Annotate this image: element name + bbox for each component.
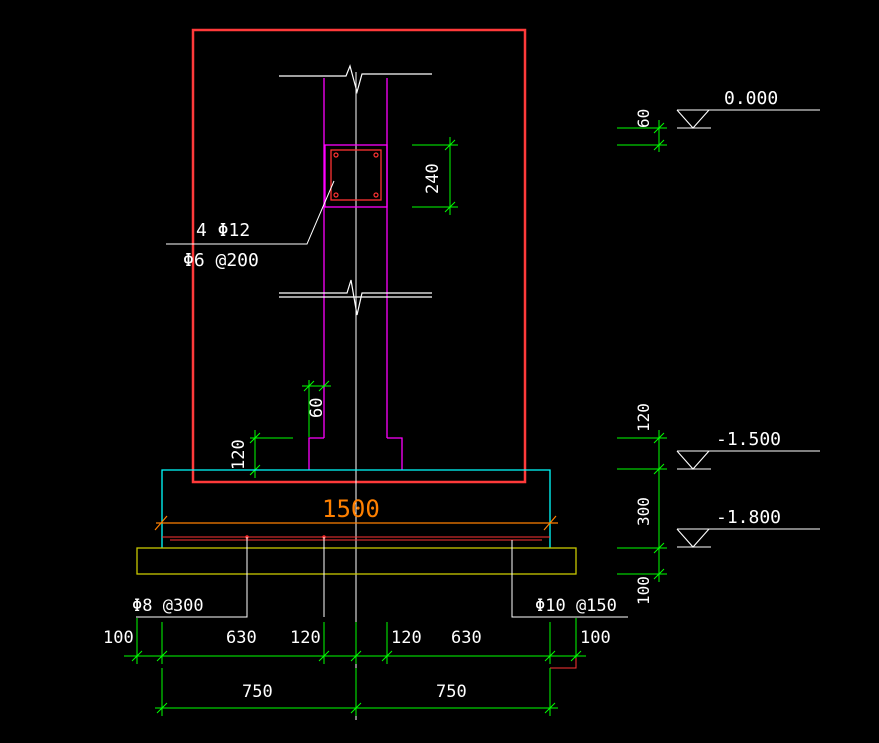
- footing-outline: [161, 469, 551, 548]
- dim-width-1500: [154, 515, 558, 531]
- dim-row-bottom-1: [124, 618, 586, 664]
- dim-elev-120-text: 120: [634, 403, 653, 432]
- elevation-bottom-text: -1.800: [716, 507, 781, 528]
- column-main-bars-label: 4 Φ12: [196, 220, 250, 241]
- dim-step-60: [302, 380, 331, 437]
- elevation-marker-bottom: [676, 528, 820, 548]
- footing-rebar: [162, 536, 550, 541]
- dim-100-left: 100: [103, 628, 134, 648]
- elevation-marker-top: [676, 109, 820, 129]
- dim-750-left: 750: [242, 682, 273, 702]
- selection-highlight-box: [191, 28, 527, 484]
- dim-1500-text: 1500: [322, 495, 380, 523]
- cushion-layer: [136, 547, 577, 575]
- dim-60-text: 60: [307, 398, 327, 418]
- column-wall: [308, 78, 403, 470]
- dim-120-step-text: 120: [229, 439, 249, 470]
- column-stirrup-label: Φ6 @200: [183, 250, 259, 271]
- dim-120-left: 120: [290, 628, 321, 648]
- small-red-mark: [550, 658, 577, 669]
- dim-100-right: 100: [580, 628, 611, 648]
- dim-step-120: [249, 430, 300, 478]
- footing-rebar-left-label: Φ8 @300: [132, 596, 204, 616]
- dim-750-right: 750: [436, 682, 467, 702]
- dim-120-right: 120: [391, 628, 422, 648]
- break-line-top: [279, 64, 432, 95]
- elevation-marker-mid: [676, 450, 820, 470]
- dim-row-bottom-2: [155, 668, 558, 716]
- dim-240-text: 240: [423, 163, 443, 194]
- dim-elev-stack: [617, 430, 667, 582]
- column-rebar-leader: [166, 180, 335, 245]
- elevation-top-text: 0.000: [724, 88, 778, 109]
- dim-elev-60-text: 60: [634, 109, 653, 128]
- column-bars: [333, 152, 379, 198]
- break-line-bottom: [279, 279, 432, 316]
- dim-630-left: 630: [226, 628, 257, 648]
- footing-rebar-right-label: Φ10 @150: [535, 596, 617, 616]
- dim-column-240: [412, 137, 458, 215]
- elevation-mid-text: -1.500: [716, 429, 781, 450]
- dim-elev-100-text: 100: [634, 576, 653, 605]
- dim-elev-300-text: 300: [634, 497, 653, 526]
- column-stirrup: [330, 149, 382, 201]
- dim-630-right: 630: [451, 628, 482, 648]
- dim-elev-60: [617, 120, 667, 152]
- footing-rebar-leaders: [136, 537, 628, 618]
